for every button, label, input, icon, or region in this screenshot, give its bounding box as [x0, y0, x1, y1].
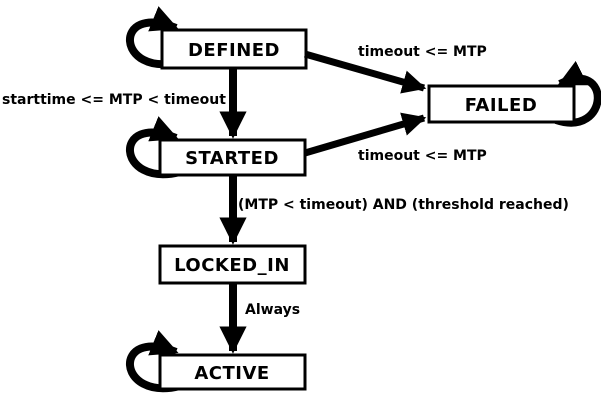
state-started-label: STARTED: [185, 148, 279, 169]
state-failed-label: FAILED: [465, 95, 538, 116]
label-defined-to-failed: timeout <= MTP: [358, 44, 487, 60]
state-started-box: [158, 138, 307, 177]
state-defined-label: DEFINED: [188, 40, 280, 61]
state-active-box: [158, 353, 307, 391]
state-locked-in: LOCKED_IN: [158, 244, 307, 285]
label-started-to-failed: timeout <= MTP: [358, 148, 487, 164]
state-active-label: ACTIVE: [194, 363, 269, 384]
state-defined-box: [160, 28, 308, 70]
label-locked-in-to-active: Always: [245, 302, 300, 318]
arrow-started-to-failed: [304, 112, 427, 157]
state-failed-box: [427, 84, 576, 124]
arrow-defined-to-failed: [304, 50, 427, 94]
state-locked-in-label: LOCKED_IN: [174, 255, 290, 276]
state-started: STARTED: [158, 138, 307, 177]
state-active: ACTIVE: [158, 353, 307, 391]
label-started-to-locked-in: (MTP < timeout) AND (threshold reached): [238, 197, 569, 213]
self-loop-defined: [126, 6, 181, 69]
state-failed: FAILED: [427, 84, 576, 124]
state-defined: DEFINED: [160, 28, 308, 70]
label-defined-to-started: starttime <= MTP < timeout: [2, 92, 226, 108]
